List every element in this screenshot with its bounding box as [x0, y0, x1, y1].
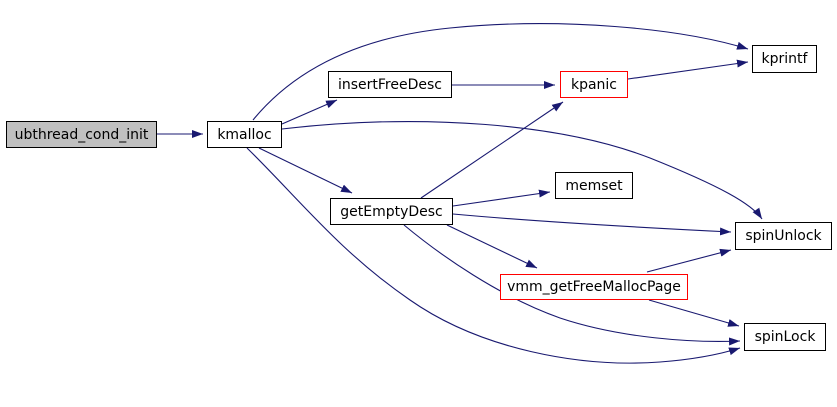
node-kpanic[interactable]: kpanic	[560, 71, 628, 98]
node-kpanic-label: kpanic	[570, 76, 618, 93]
node-ubthread-cond-init-label: ubthread_cond_init	[14, 126, 149, 143]
node-insertfreedesc-label: insertFreeDesc	[337, 76, 442, 93]
edge-kmalloc-to-spinunlock	[281, 121, 763, 220]
node-getemptydesc[interactable]: getEmptyDesc	[330, 198, 453, 225]
edge-kmalloc-to-insertfreedesc	[281, 99, 338, 125]
node-spinunlock[interactable]: spinUnlock	[735, 222, 832, 250]
node-kprintf[interactable]: kprintf	[752, 45, 817, 73]
node-getemptydesc-label: getEmptyDesc	[340, 203, 443, 220]
node-ubthread-cond-init: ubthread_cond_init	[6, 121, 157, 148]
edge-getemptydesc-to-kpanic	[420, 101, 564, 199]
edge-vmm-getfreemallocpage-to-spinunlock	[646, 248, 732, 273]
edge-vmm-getfreemallocpage-to-spinlock	[648, 299, 740, 327]
node-kprintf-label: kprintf	[761, 51, 808, 67]
edge-kpanic-to-kprintf	[627, 59, 749, 80]
node-spinlock[interactable]: spinLock	[744, 323, 826, 351]
node-kmalloc[interactable]: kmalloc	[207, 121, 282, 148]
node-spinlock-label: spinLock	[754, 329, 816, 345]
node-vmm-getfreemallocpage[interactable]: vmm_getFreeMallocPage	[500, 274, 688, 300]
node-spinunlock-label: spinUnlock	[745, 228, 822, 244]
node-memset-label: memset	[565, 177, 623, 194]
edge-kmalloc-to-kprintf	[252, 23, 749, 121]
node-memset[interactable]: memset	[555, 172, 633, 199]
edge-getemptydesc-to-memset	[452, 189, 551, 207]
edge-getemptydesc-to-spinunlock	[452, 213, 732, 236]
node-kmalloc-label: kmalloc	[217, 126, 272, 143]
node-insertfreedesc[interactable]: insertFreeDesc	[328, 71, 452, 98]
node-vmm-getfreemallocpage-label: vmm_getFreeMallocPage	[507, 279, 681, 295]
edge-getemptydesc-to-spinlock	[403, 224, 741, 346]
edge-kmalloc-to-spinlock	[246, 147, 741, 364]
edge-kmalloc-to-getemptydesc	[258, 147, 353, 194]
edge-getemptydesc-to-vmm-getfreemallocpage	[446, 224, 538, 269]
